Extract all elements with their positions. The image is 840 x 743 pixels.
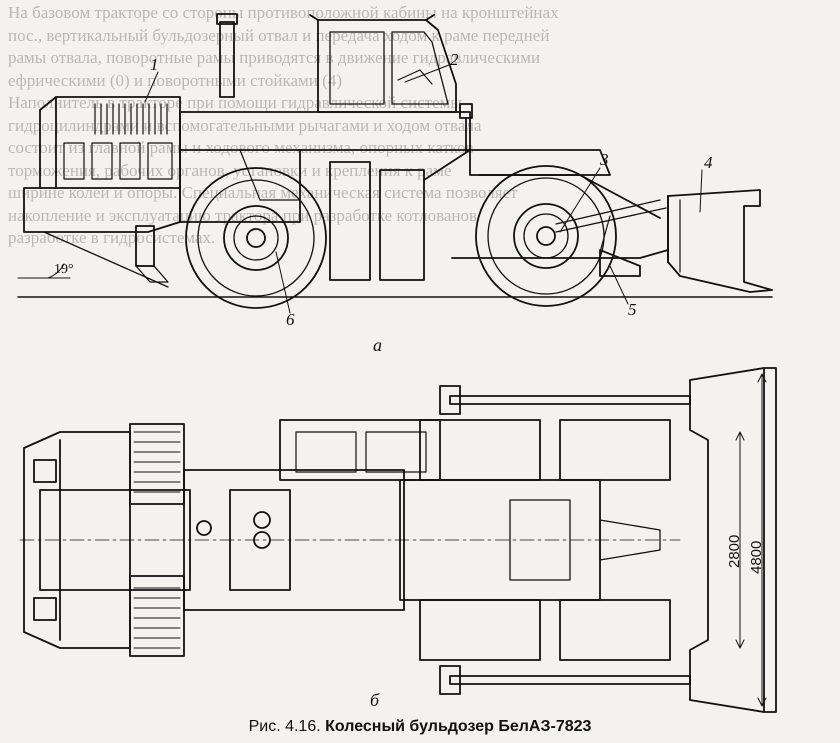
dimension-4800: 4800 bbox=[748, 540, 765, 574]
leader-1 bbox=[144, 71, 159, 103]
angle-label: 19° bbox=[54, 262, 74, 277]
subfigure-label-b: б bbox=[370, 690, 380, 710]
articulation-joint bbox=[329, 161, 371, 281]
background-line: торможения, рабочих органов, установки и… bbox=[8, 160, 452, 180]
rear-wheel bbox=[185, 167, 327, 309]
leader-6 bbox=[275, 251, 291, 314]
push-arm-top bbox=[449, 395, 691, 405]
callout-2: 2 bbox=[450, 50, 459, 69]
callout-4: 4 bbox=[704, 153, 713, 172]
callout-5: 5 bbox=[628, 300, 637, 319]
caption-number: Рис. 4.16. bbox=[248, 718, 321, 735]
angle-line bbox=[43, 231, 169, 288]
caption-title: Колесный бульдозер БелАЗ-7823 bbox=[325, 718, 592, 735]
background-line: рамы отвала, поворотные рамы приводятся … bbox=[8, 48, 541, 67]
engine-hood bbox=[23, 96, 181, 233]
background-line: пос., вертикальный бульдозерный отвал и … bbox=[8, 25, 550, 45]
background-line: накопление и эксплуатацию трактора при р… bbox=[8, 205, 478, 225]
callout-3: 3 bbox=[600, 150, 609, 169]
exhaust-pipe bbox=[219, 21, 235, 98]
leader-5 bbox=[609, 265, 629, 305]
figure-caption: Рис. 4.16. Колесный бульдозер БелАЗ-7823 bbox=[0, 718, 840, 736]
background-line: ефрическими (0) и поворотными стойками (… bbox=[8, 70, 342, 90]
background-line: На базовом тракторе со стороны противопо… bbox=[8, 3, 559, 22]
subfigure-label-a: а bbox=[373, 335, 382, 355]
front-wheel bbox=[475, 165, 617, 307]
callout-1: 1 bbox=[150, 55, 159, 74]
blade bbox=[667, 189, 773, 293]
engine-compartment bbox=[39, 489, 191, 591]
callout-6: 6 bbox=[286, 310, 295, 329]
background-line: гидроцилиндрами и вспомогательными рычаг… bbox=[8, 115, 482, 135]
leader-3 bbox=[559, 167, 601, 233]
cab-top bbox=[279, 419, 441, 481]
blade-top bbox=[689, 367, 777, 713]
dimension-2800: 2800 bbox=[726, 534, 743, 568]
push-arm bbox=[479, 174, 661, 219]
leader-2 bbox=[404, 64, 450, 83]
leader-4 bbox=[699, 169, 703, 213]
rear-tyres-top bbox=[129, 423, 185, 657]
